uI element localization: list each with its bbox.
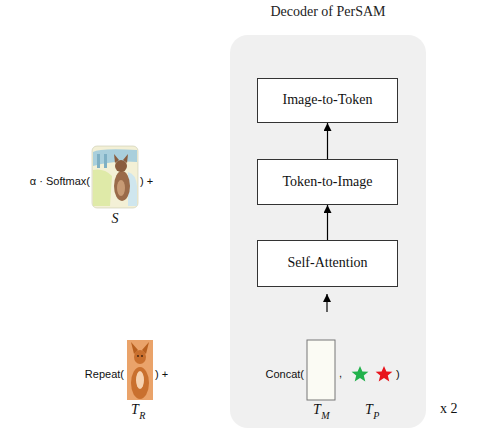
function-label: Concat( <box>265 368 304 381</box>
process-box: Token-to-Image <box>257 159 398 205</box>
function-label: ) + <box>155 368 168 381</box>
box-label: Token-to-Image <box>283 174 373 191</box>
flow-arrow <box>327 205 328 240</box>
repeat-count: x 2 <box>440 401 458 418</box>
reference-target <box>127 340 153 400</box>
symbol-label: T <box>365 402 373 419</box>
symbol-label: T <box>131 402 139 419</box>
box-label: Image-to-Token <box>283 92 373 109</box>
subscript-label: P <box>373 410 379 422</box>
symbol-label: T <box>313 402 321 419</box>
input-arrow <box>326 294 327 312</box>
process-box: Image-to-Token <box>257 78 398 123</box>
symbol-label: S <box>112 211 119 228</box>
similarity-map <box>92 146 138 208</box>
function-label: α · Softmax( <box>30 175 90 188</box>
mask-token <box>307 340 335 400</box>
function-label: Repeat( <box>85 368 124 381</box>
function-label: ) <box>396 368 400 381</box>
subscript-label: M <box>321 410 329 422</box>
function-label: ) + <box>140 175 153 188</box>
separator-label: , <box>339 367 342 380</box>
process-box: Self-Attention <box>257 240 398 287</box>
flow-arrow <box>327 123 328 159</box>
panel-shape <box>230 35 426 428</box>
panel-title: Decoder of PerSAM <box>230 4 426 20</box>
box-label: Self-Attention <box>287 255 367 272</box>
subscript-label: R <box>139 410 145 422</box>
